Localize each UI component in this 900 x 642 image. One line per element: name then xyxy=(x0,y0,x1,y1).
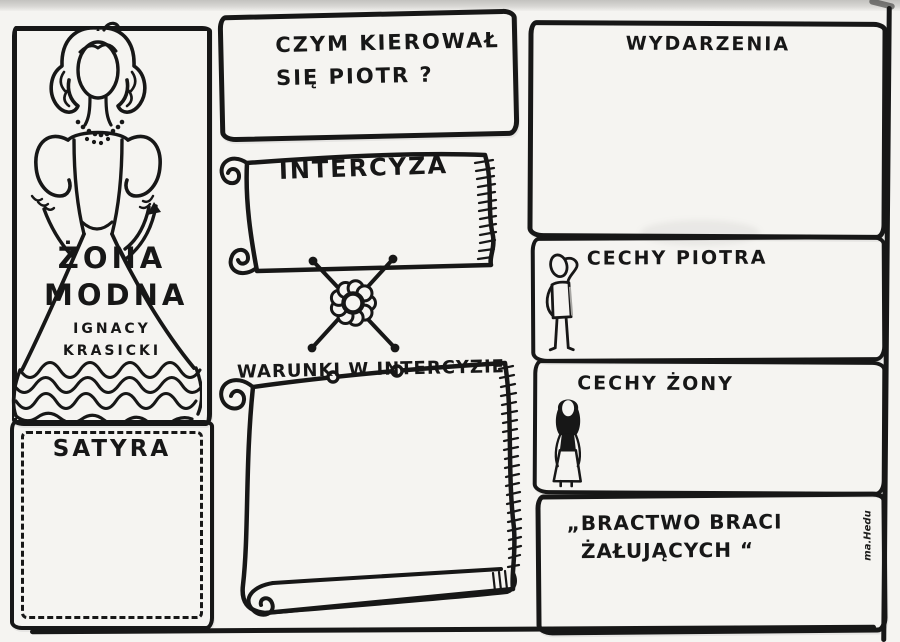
wydarzenia-box: WYDARZENIA xyxy=(527,20,888,240)
dress-title-line2: MODNA xyxy=(44,278,189,312)
thinking-man-icon xyxy=(545,253,579,352)
question-box: CZYM KIEROWAŁ SIĘ PIOTR ? xyxy=(217,8,520,143)
scroll-illustration xyxy=(219,360,523,617)
cechy-piotra-label: CECHY PIOTRA xyxy=(586,246,768,270)
satyra-dashed-border xyxy=(21,431,203,619)
cechy-piotra-box: CECHY PIOTRA xyxy=(530,235,887,363)
satyra-box: SATYRA xyxy=(10,420,214,630)
dress-title-block: ŻONA MODNA IGNACY KRASICKI xyxy=(44,240,189,362)
bractwo-line2: ŻAŁUJĄCYCH “ xyxy=(580,537,755,564)
bractwo-line1: „BRACTWO BRACI xyxy=(566,509,783,536)
dress-title-line1: ŻONA xyxy=(57,241,167,275)
satyra-label: SATYRA xyxy=(52,436,172,462)
bractwo-box: „BRACTWO BRACI ŻAŁUJĄCYCH “ xyxy=(535,491,888,636)
wydarzenia-label: WYDARZENIA xyxy=(625,32,791,56)
scan-blotch xyxy=(640,220,760,246)
dress-author-line2: KRASICKI xyxy=(62,343,162,359)
warunki-scroll: WARUNKI W INTERCYZIE xyxy=(211,343,523,637)
cechy-zony-label: CECHY ŻONY xyxy=(577,372,735,396)
intercyza-scroll: INTERCYZA xyxy=(217,141,510,279)
question-line1: CZYM KIEROWAŁ xyxy=(275,28,500,58)
scroll-illustration xyxy=(219,151,498,276)
paper-top-edge xyxy=(0,0,900,11)
crossed-pins-wreath-icon xyxy=(307,254,400,353)
fashionable-woman-illustration xyxy=(11,21,202,426)
question-line2: SIĘ PIOTR ? xyxy=(275,62,434,91)
dress-author-line1: IGNACY xyxy=(73,321,151,337)
artist-signature: ma.Hedu xyxy=(862,510,874,561)
woman-figure-icon xyxy=(552,399,582,488)
cechy-zony-box: CECHY ŻONY xyxy=(532,359,887,496)
